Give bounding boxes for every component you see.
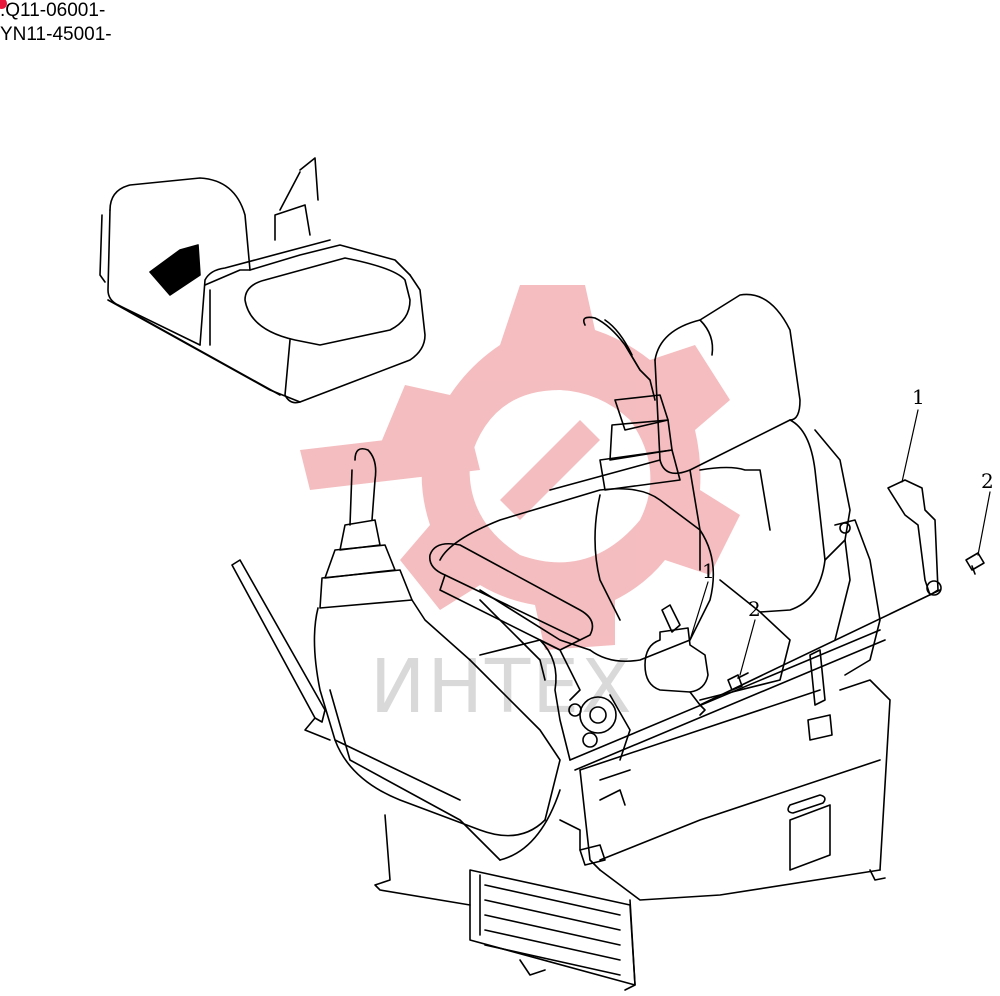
armrest (428, 542, 594, 681)
seat-backrest (549, 293, 851, 613)
seat-mechanism (479, 639, 631, 761)
callout-leaders (689, 409, 991, 676)
callout-label-1-left: 1 (702, 559, 715, 583)
seat-slide-rails (559, 629, 886, 866)
callout-label-2-left: 2 (748, 597, 761, 621)
inset-seat-illustration (99, 157, 426, 404)
serial-range-2: YN11-45001- (0, 24, 112, 45)
callout-label-2-right: 2 (981, 469, 994, 493)
serial-range-1: .Q11-06001- (0, 0, 106, 21)
gear-shape (380, 285, 740, 650)
part-1-left-handle (644, 604, 709, 716)
leader-1-left (689, 581, 709, 641)
part-1-right-handle (699, 479, 942, 706)
callout-label-1-right: 1 (912, 385, 925, 409)
leader-2-left (739, 619, 756, 676)
gear-wrench (500, 420, 600, 520)
marker-dot (0, 0, 7, 9)
part-2-left-bolt (727, 672, 749, 691)
gear-arm-left (300, 430, 480, 490)
floor-plate (374, 679, 891, 991)
seat-cushion (439, 487, 791, 701)
left-console (313, 447, 561, 861)
part-2-right-bolt (965, 552, 985, 575)
safety-lock-lever (231, 559, 331, 741)
right-bracket (834, 519, 881, 676)
right-joystick (582, 316, 681, 491)
leader-2-right (977, 491, 991, 556)
leader-1-right (901, 409, 919, 483)
watermark-text: ИНТЕХ (370, 644, 634, 730)
watermark-gear-logo (300, 285, 740, 650)
